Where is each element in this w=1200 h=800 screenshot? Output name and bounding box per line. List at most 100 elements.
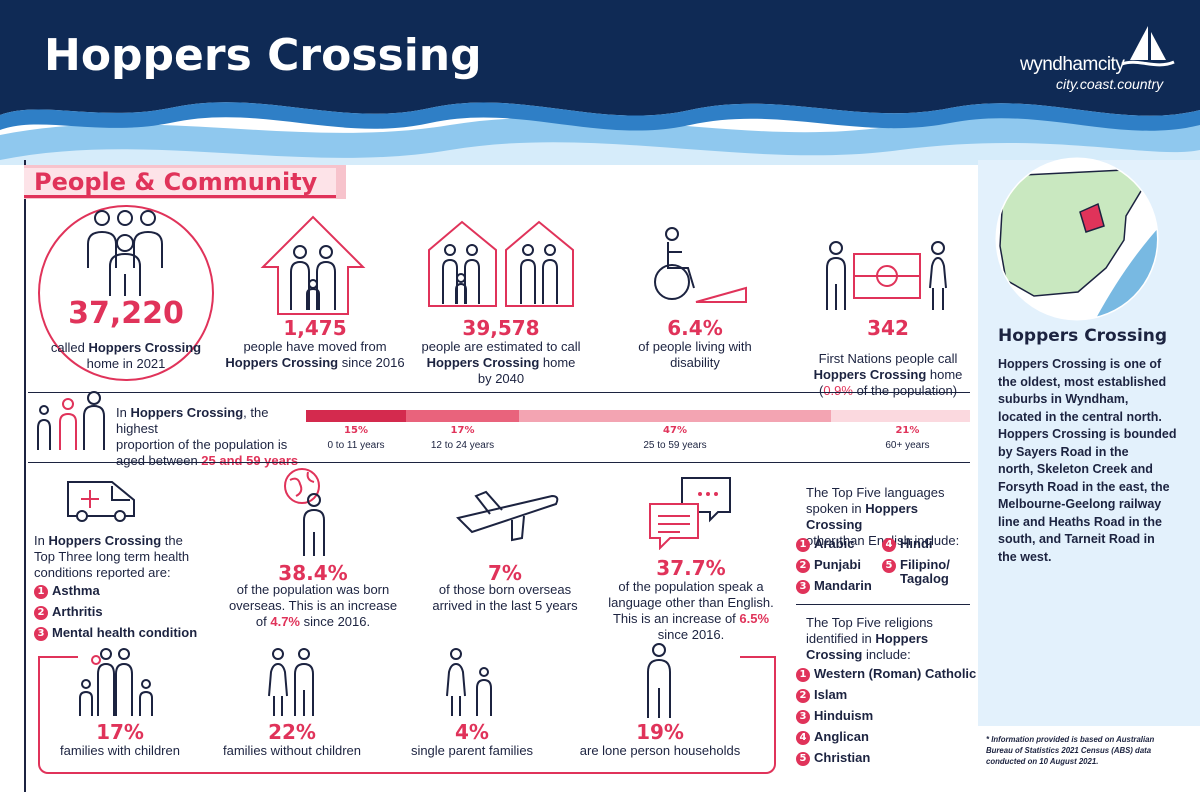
- age-bar-label: 12 to 24 years: [430, 440, 495, 451]
- families-no-children-value: 22%: [268, 720, 316, 744]
- first-nations-flag-icon: [826, 241, 947, 310]
- age-bar-label: 60+ years: [885, 440, 930, 451]
- age-bar-label: 0 to 11 years: [327, 440, 385, 451]
- side-description-line: by Sayers Road in the: [998, 444, 1129, 459]
- families-box: [38, 656, 776, 774]
- page-title: Hoppers Crossing: [44, 30, 482, 81]
- moved-value: 1,475: [283, 316, 347, 340]
- population-value: 37,220: [68, 296, 184, 331]
- lone-person-label: are lone person households: [579, 743, 741, 758]
- families-children-label: families with children: [60, 743, 180, 758]
- disability-value: 6.4%: [667, 316, 723, 340]
- list-item-continued: Tagalog: [900, 571, 949, 586]
- age-bar-segment: [306, 410, 406, 422]
- family-with-children-icon: [79, 648, 153, 716]
- speech-bubbles-icon: [649, 477, 731, 550]
- section-tab: [24, 168, 336, 198]
- side-footnote: * Information provided is based on Austr…: [986, 734, 1196, 767]
- age-people-icon: [37, 391, 105, 450]
- side-footnote-line: conducted on 10 August 2021.: [986, 757, 1099, 766]
- overseas-value: 38.4%: [278, 561, 348, 585]
- side-description-line: Melbourne-Geelong railway: [998, 497, 1162, 511]
- ambulance-icon: [67, 481, 135, 522]
- age-bar-percent: 17%: [450, 425, 475, 436]
- airplane-icon: [456, 490, 559, 542]
- side-title: Hoppers Crossing: [998, 326, 1168, 346]
- side-description-line: Hoppers Crossing is one of: [998, 357, 1162, 371]
- families-no-children-label: families without children: [222, 743, 361, 758]
- side-description-line: north, Skeleton Creek and: [998, 462, 1153, 476]
- globe-person-icon: [284, 468, 325, 556]
- side-description-line: Hoppers Crossing is bounded: [998, 427, 1177, 441]
- age-bar-percent: 15%: [344, 425, 368, 436]
- language-value: 37.7%: [656, 556, 726, 580]
- house-family-icon: [260, 215, 366, 315]
- side-footnote-line: Bureau of Statistics 2021 Census (ABS) d…: [986, 746, 1152, 755]
- side-description-line: suburbs in Wyndham,: [998, 392, 1129, 406]
- age-bar-segment: [831, 410, 970, 422]
- families-children-value: 17%: [96, 720, 144, 744]
- wheelchair-icon: [654, 227, 747, 303]
- forecast-value: 39,578: [462, 316, 540, 340]
- side-description-line: the oldest, most established: [998, 374, 1167, 389]
- logo-tagline: city.coast.country: [1056, 76, 1164, 92]
- couple-icon: [268, 648, 314, 716]
- lone-person-icon: [647, 643, 671, 718]
- recent-value: 7%: [488, 561, 522, 585]
- age-bar-percent: 21%: [895, 425, 920, 436]
- header-background: [0, 0, 1200, 165]
- side-footnote-line: * Information provided is based on Austr…: [986, 735, 1155, 744]
- age-bar-label: 25 to 59 years: [643, 440, 707, 451]
- lone-person-value: 19%: [636, 720, 684, 744]
- left-rule: [24, 160, 26, 792]
- side-description-line: located in the central north.: [998, 409, 1162, 424]
- population-circle: [38, 205, 214, 381]
- locality-map: [995, 157, 1159, 321]
- single-parent-value: 4%: [455, 720, 489, 744]
- divider-2: [28, 462, 970, 463]
- side-description-line: line and Heaths Road in the: [998, 514, 1162, 529]
- age-bar-percent: 47%: [663, 425, 687, 436]
- divider-3: [796, 604, 970, 605]
- two-houses-icon: [428, 220, 574, 307]
- wyndham-logo: wyndhamcity city.coast.country: [1020, 24, 1180, 94]
- single-parent-icon: [446, 648, 492, 716]
- families-box-top-left: [38, 656, 78, 658]
- age-bar-segment: [519, 410, 831, 422]
- section-title: People & Community: [34, 168, 318, 196]
- side-description-line: Forsyth Road in the east, the: [998, 479, 1170, 494]
- age-bar-segment: [406, 410, 519, 422]
- single-parent-label: single parent families: [410, 743, 534, 758]
- logo-name: wyndhamcity: [1020, 54, 1125, 75]
- sailboat-icon: [1121, 26, 1175, 67]
- first-nations-value: 342: [867, 316, 909, 340]
- side-description: Hoppers Crossing is one of the oldest, mo…: [998, 356, 1188, 566]
